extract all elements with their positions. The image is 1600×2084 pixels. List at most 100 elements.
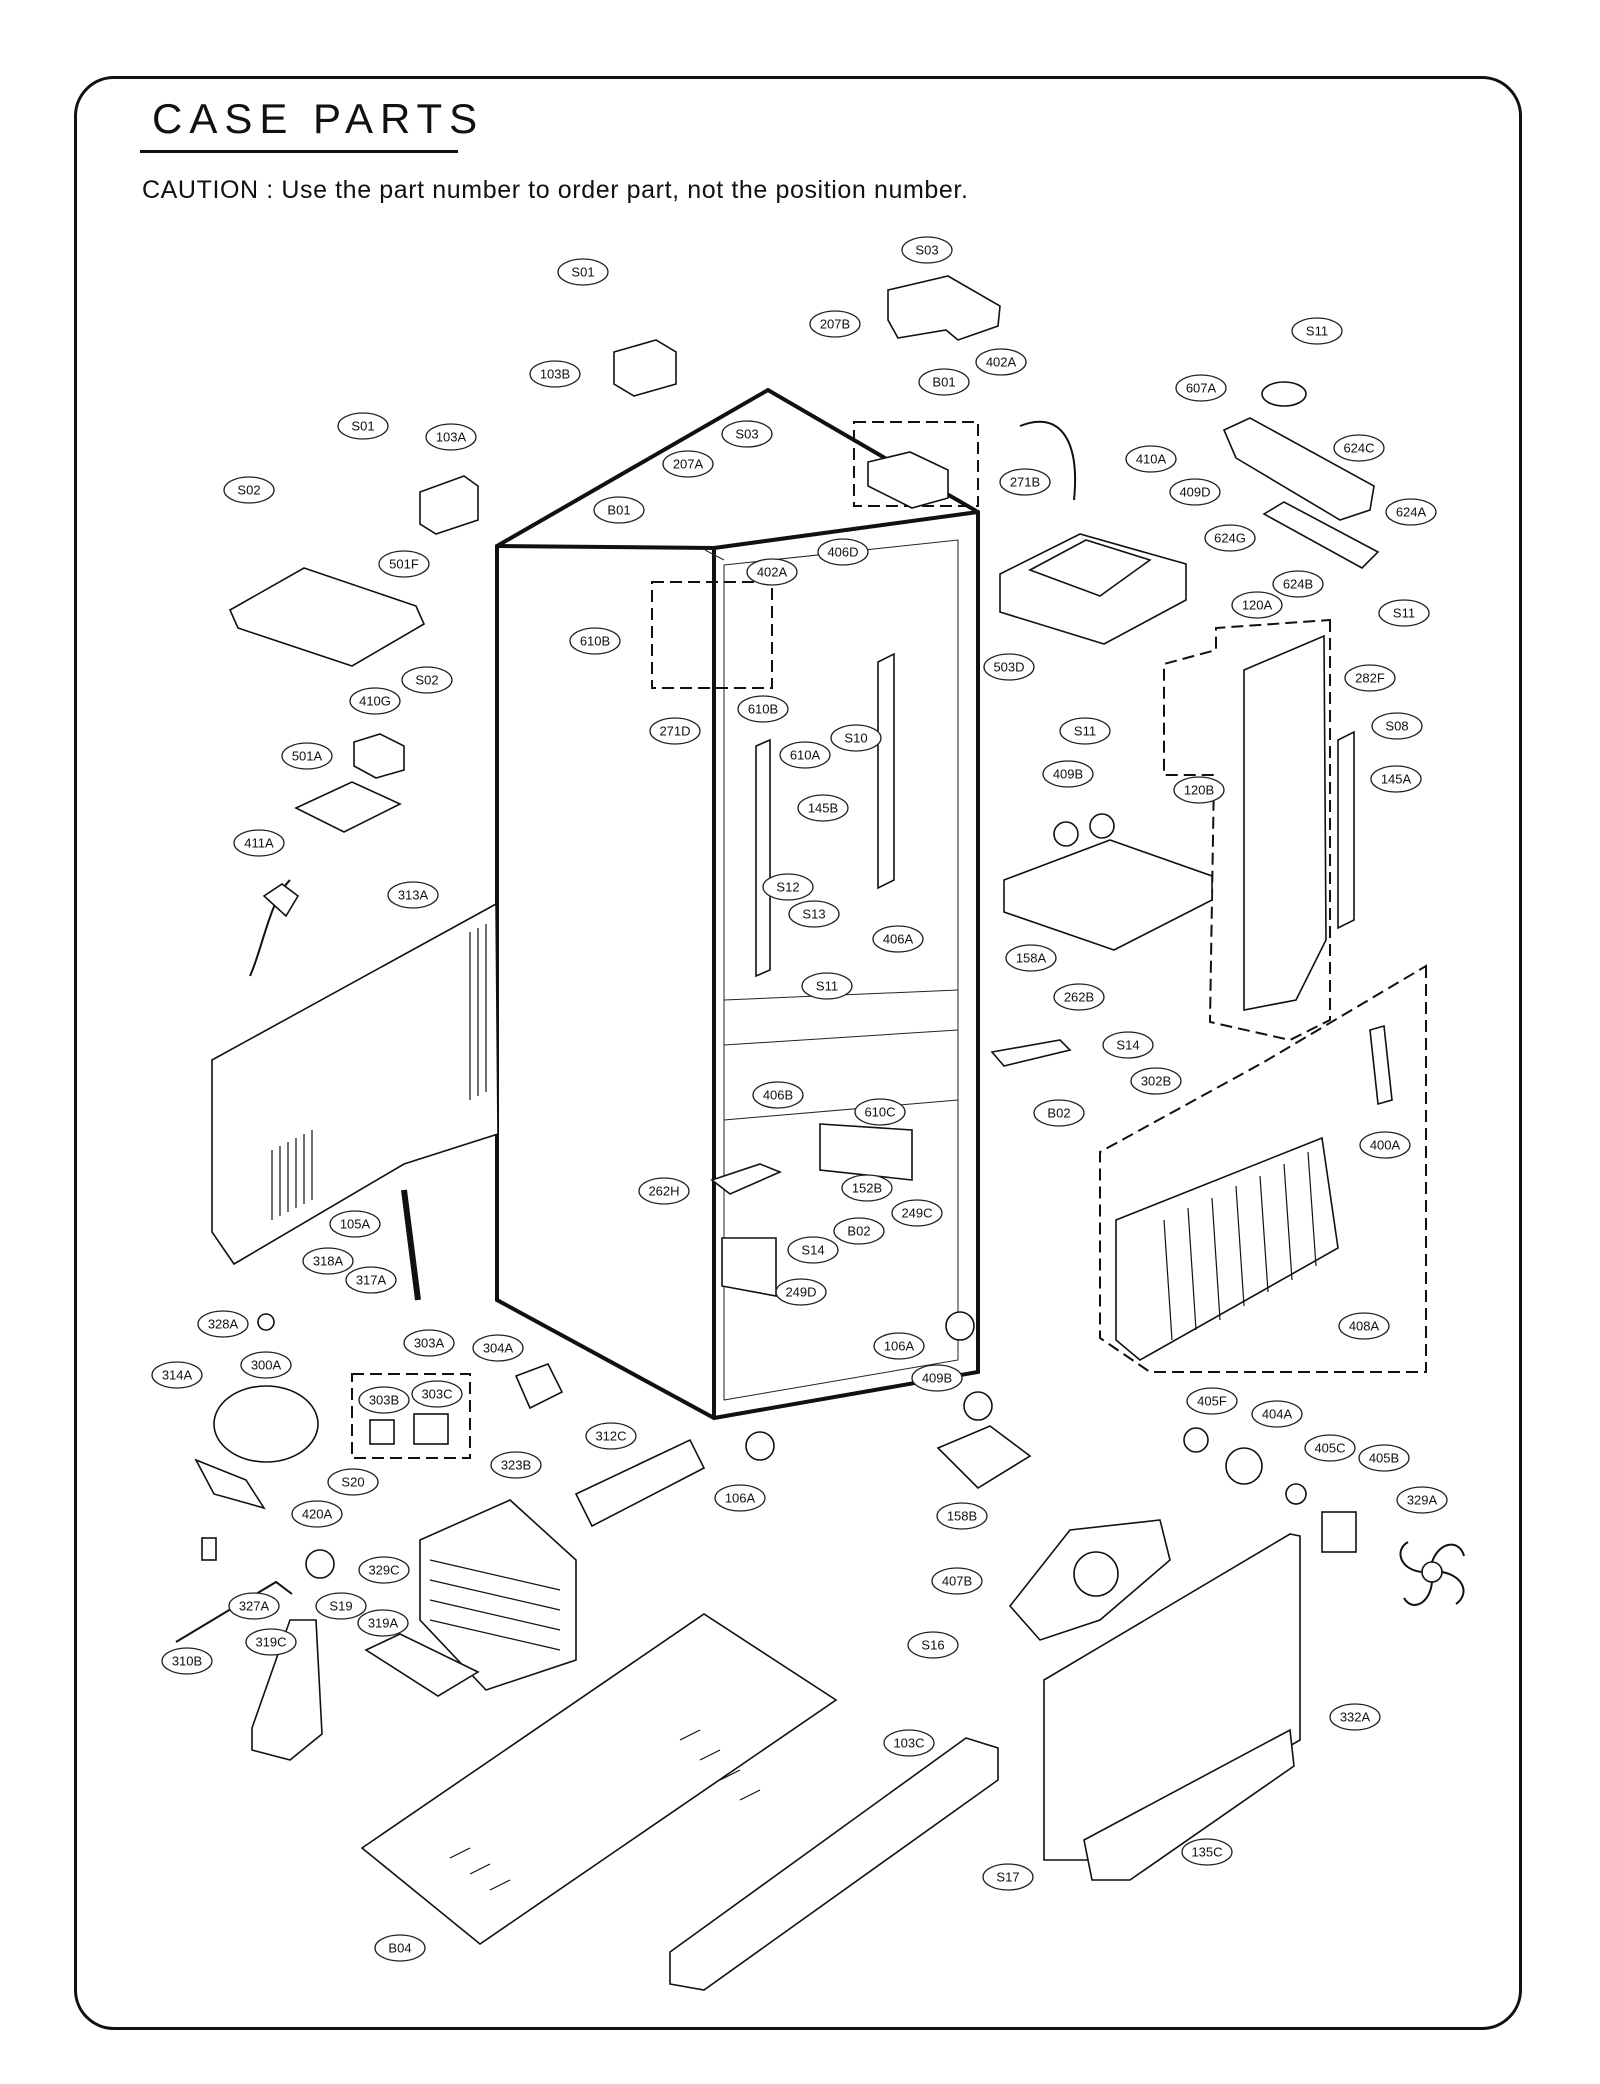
callout-label: B02 — [1047, 1106, 1070, 1121]
callout-607a: 607A — [1175, 374, 1227, 402]
page-frame — [74, 76, 1522, 2030]
callout-label: 323B — [501, 1458, 531, 1473]
panel-135c — [1083, 1728, 1295, 1881]
callout-s17: S17 — [982, 1863, 1034, 1891]
callout-label: 319C — [255, 1635, 286, 1650]
callout-label: 406A — [883, 932, 914, 947]
callout-label: S01 — [351, 419, 374, 434]
motor-404a — [1225, 1447, 1263, 1485]
callout-420a: 420A — [291, 1500, 343, 1528]
callout-410g: 410G — [349, 687, 401, 715]
callout-329a: 329A — [1396, 1486, 1448, 1514]
callout-label: S17 — [996, 1870, 1019, 1885]
leveling-foot-106a — [945, 1311, 975, 1341]
callout-402a: 402A — [975, 348, 1027, 376]
callout-label: S03 — [915, 243, 938, 258]
callout-s01: S01 — [337, 412, 389, 440]
callout-label: B02 — [847, 1224, 870, 1239]
hinge-cover-207b — [887, 275, 1001, 341]
cover-501f — [228, 567, 426, 667]
callout-label: S02 — [237, 483, 260, 498]
bulb-409b-lower — [963, 1391, 993, 1421]
callout-409b: 409B — [1042, 760, 1094, 788]
callout-label: 405C — [1314, 1441, 1345, 1456]
leveling-foot-106a — [745, 1431, 775, 1461]
callout-label: 624G — [1214, 531, 1246, 546]
part-328a — [257, 1313, 275, 1331]
callout-label: 624B — [1283, 577, 1313, 592]
callout-300a: 300A — [240, 1351, 292, 1379]
callout-323b: 323B — [490, 1451, 542, 1479]
callout-label: 145B — [808, 801, 838, 816]
bracket-405b — [1321, 1511, 1357, 1553]
callout-label: 249C — [901, 1206, 932, 1221]
callout-label: 402A — [986, 355, 1017, 370]
bracket-249c — [819, 1123, 913, 1181]
callout-label: 501F — [389, 557, 419, 572]
callout-s19: S19 — [315, 1592, 367, 1620]
callout-303c: 303C — [411, 1380, 463, 1408]
callout-label: S13 — [802, 907, 825, 922]
callout-label: 420A — [302, 1507, 333, 1522]
callout-105a: 105A — [329, 1210, 381, 1238]
rail-145b — [877, 652, 895, 890]
callout-407b: 407B — [931, 1567, 983, 1595]
base-plate-vents — [449, 1729, 761, 1891]
callout-label: S14 — [801, 1243, 824, 1258]
callout-b01: B01 — [918, 368, 970, 396]
callout-106a: 106A — [714, 1484, 766, 1512]
callout-103b: 103B — [529, 360, 581, 388]
page-title: CASE PARTS — [152, 95, 485, 142]
callout-610c: 610C — [854, 1098, 906, 1126]
callout-label: 313A — [398, 888, 429, 903]
callout-label: 262B — [1064, 990, 1094, 1005]
callout-135c: 135C — [1181, 1838, 1233, 1866]
callout-label: 317A — [356, 1273, 387, 1288]
callout-label: 103B — [540, 367, 570, 382]
callout-label: 312C — [595, 1429, 626, 1444]
callout-s10: S10 — [830, 724, 882, 752]
callout-label: 310B — [172, 1654, 202, 1669]
callout-label: S12 — [776, 880, 799, 895]
bracket-262b — [990, 1039, 1072, 1067]
callout-label: 106A — [884, 1339, 915, 1354]
callout-label: 408A — [1349, 1319, 1380, 1334]
callout-label: 158A — [1016, 951, 1047, 966]
hinge-assembly-box — [651, 581, 773, 689]
relay-303b — [369, 1419, 395, 1445]
callout-406a: 406A — [872, 925, 924, 953]
compressor-300a — [213, 1385, 319, 1463]
callout-610b: 610B — [569, 627, 621, 655]
part-420a — [305, 1549, 335, 1579]
callout-304a: 304A — [472, 1334, 524, 1362]
callout-s16: S16 — [907, 1631, 959, 1659]
callout-label: 103C — [893, 1736, 924, 1751]
callout-label: 271B — [1010, 475, 1040, 490]
cover-312c — [574, 1438, 706, 1528]
callout-label: 411A — [244, 836, 274, 851]
callout-label: 158B — [947, 1509, 977, 1524]
callout-label: 207A — [673, 457, 704, 472]
callout-303b: 303B — [358, 1386, 410, 1414]
callout-label: 410G — [359, 694, 391, 709]
callout-s14: S14 — [787, 1236, 839, 1264]
callout-label: 407B — [942, 1574, 972, 1589]
callout-145b: 145B — [797, 794, 849, 822]
callout-145a: 145A — [1370, 765, 1422, 793]
callout-312c: 312C — [585, 1422, 637, 1450]
callout-120a: 120A — [1231, 591, 1283, 619]
callout-label: 329A — [1407, 1493, 1438, 1508]
callout-label: 106A — [725, 1491, 756, 1506]
cap-103a — [419, 475, 479, 535]
callout-label: S01 — [571, 265, 594, 280]
part-405c — [1285, 1483, 1307, 1505]
pipe-310b — [175, 1580, 293, 1643]
relay-304a — [514, 1362, 564, 1410]
duct-120a — [1243, 634, 1327, 1011]
callout-label: 610C — [864, 1105, 895, 1120]
callout-328a: 328A — [197, 1310, 249, 1338]
callout-411a: 411A — [233, 829, 285, 857]
callout-120b: 120B — [1173, 776, 1225, 804]
callout-label: 318A — [313, 1254, 344, 1269]
callout-label: 409B — [922, 1371, 952, 1386]
